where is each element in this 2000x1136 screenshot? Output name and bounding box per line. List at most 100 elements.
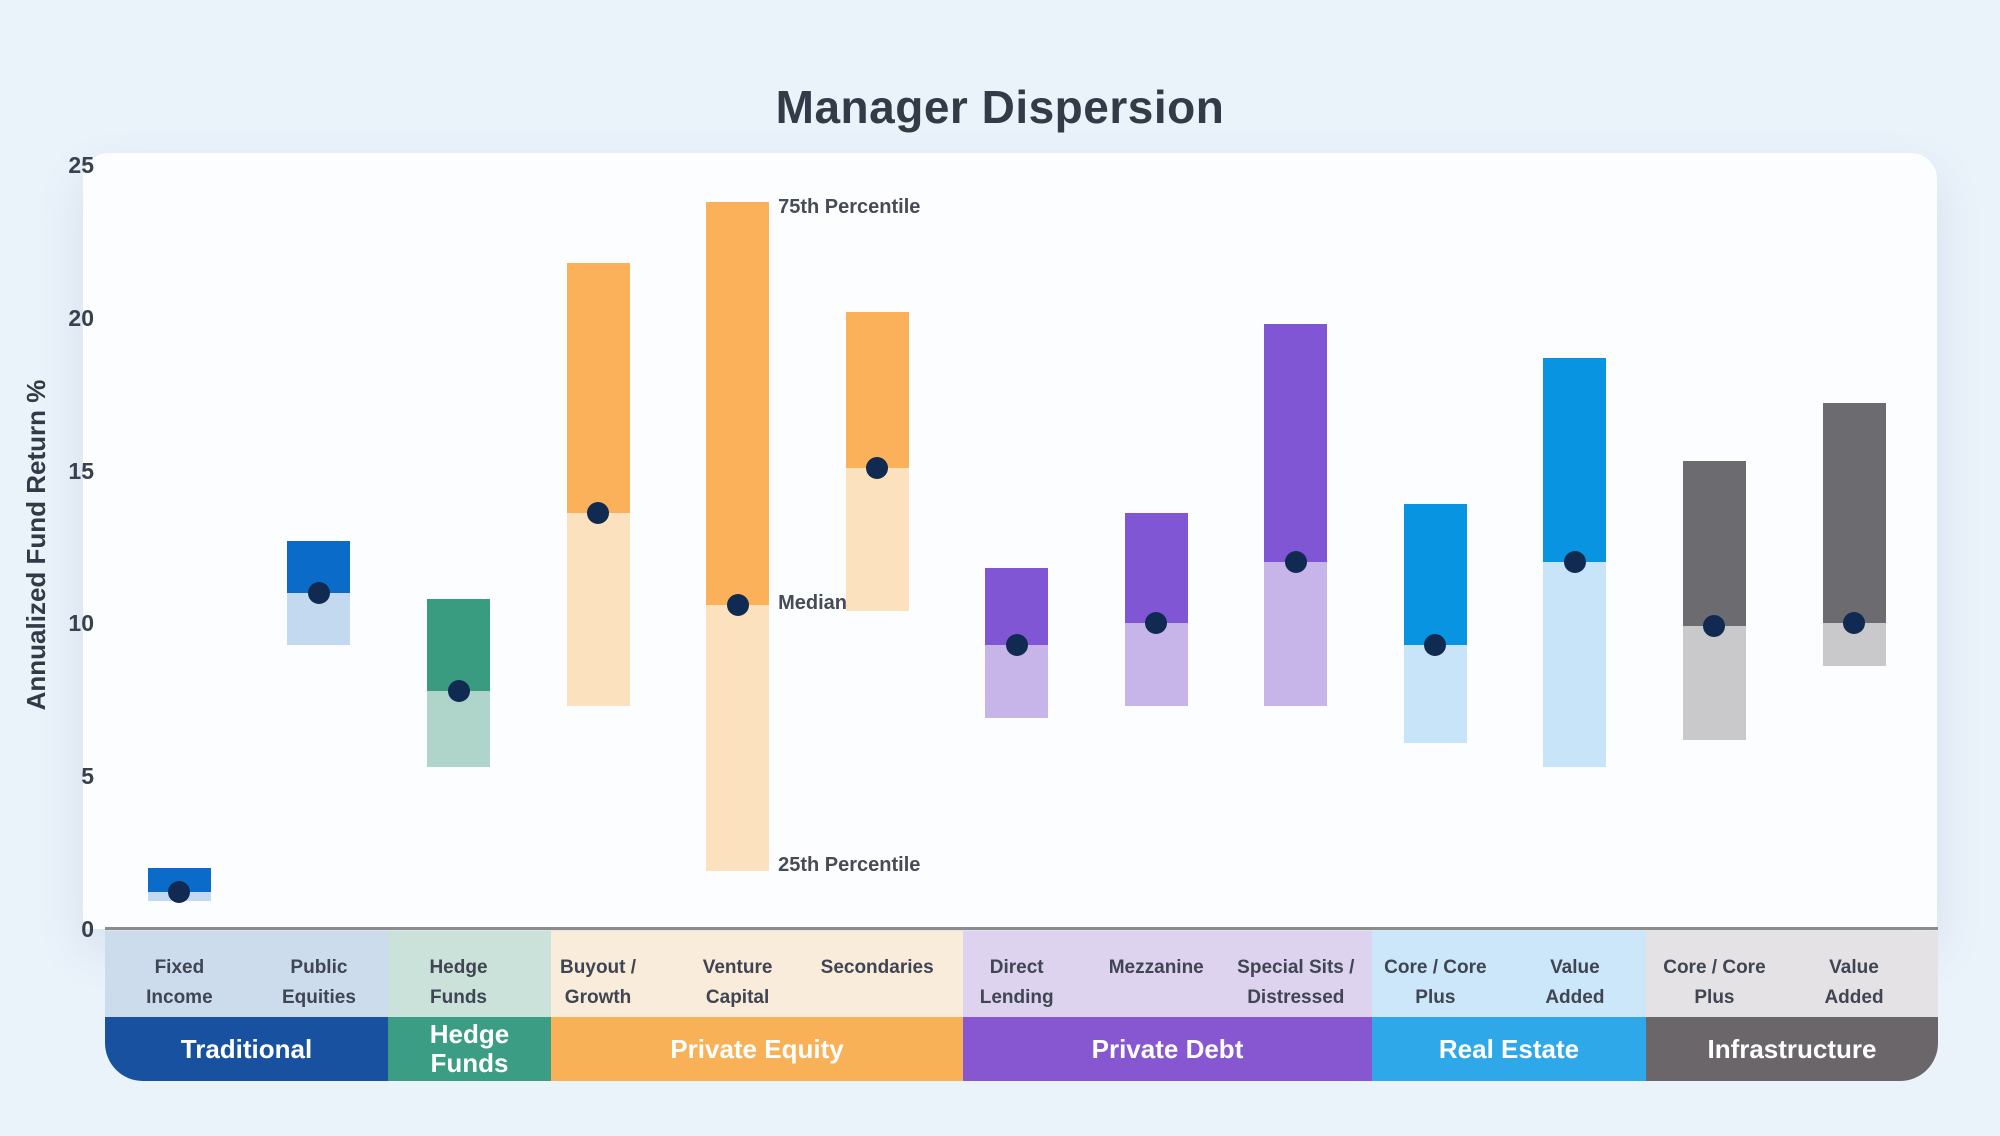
category-label-line: Core / Core <box>1384 957 1487 978</box>
group-band-label-line: Real Estate <box>1438 1033 1580 1064</box>
bar-lower-segment <box>1682 626 1746 740</box>
category-label-line: Capital <box>705 987 770 1008</box>
category-label: Mezzanine <box>1081 953 1231 983</box>
category-label-line: Equities <box>281 987 356 1008</box>
group-band-label-line: Traditional <box>180 1033 313 1064</box>
group-band-label-line: Hedge <box>429 1019 510 1049</box>
plot-area <box>83 153 1937 929</box>
median-dot <box>447 679 470 702</box>
category-label-line: Public <box>290 957 348 978</box>
category-strip-segment <box>388 931 551 1017</box>
bar-upper-segment <box>427 598 490 691</box>
bar-upper-segment <box>1682 461 1746 627</box>
category-label-line: Secondaries <box>820 957 934 978</box>
median-dot <box>1145 612 1168 635</box>
y-tick-label: 10 <box>68 610 94 637</box>
bar-lower-segment <box>1543 562 1607 768</box>
category-label-line: Plus <box>1694 987 1735 1008</box>
chart-title: Manager Dispersion <box>775 81 1225 133</box>
bar-upper-segment <box>1822 403 1886 624</box>
group-band-privateequity: Private Equity <box>551 1017 963 1081</box>
category-label-line: Venture <box>702 957 773 978</box>
x-axis-line <box>105 927 1938 930</box>
bar-upper-segment <box>1124 513 1188 624</box>
group-band-infrastructure: Infrastructure <box>1646 1017 1938 1081</box>
median-dot <box>1703 615 1726 638</box>
group-band-realestate: Real Estate <box>1372 1017 1646 1081</box>
median-dot <box>168 881 191 904</box>
median-dot <box>1563 551 1586 574</box>
group-band-label: Private Debt <box>1091 1033 1244 1064</box>
bar-lower-segment <box>566 513 630 706</box>
group-band-label: Traditional <box>180 1033 313 1064</box>
bar-lower-segment <box>427 690 490 768</box>
group-band-label: Infrastructure <box>1707 1033 1877 1064</box>
category-label: Buyout / Growth <box>523 953 673 1013</box>
category-label-line: Added <box>1545 987 1605 1008</box>
category-strip-segment <box>105 931 388 1017</box>
category-label-line: Special Sits / <box>1237 957 1355 978</box>
median-dot <box>1424 633 1447 656</box>
category-label-line: Income <box>146 987 213 1008</box>
category-strip-segment <box>1646 931 1938 1017</box>
median-dot <box>726 594 749 617</box>
group-band-label-line: Private Debt <box>1091 1033 1244 1064</box>
median-dot <box>866 456 889 479</box>
category-label-line: Plus <box>1415 987 1456 1008</box>
bar-lower-segment <box>985 644 1049 719</box>
category-label: Secondaries <box>802 953 952 983</box>
bar-lower-segment <box>706 605 770 871</box>
category-label-line: Distressed <box>1247 987 1345 1008</box>
group-band-label: Real Estate <box>1438 1033 1580 1064</box>
p75-annotation: 75th Percentile <box>778 195 921 218</box>
category-label-line: Core / Core <box>1663 957 1766 978</box>
bar-upper-segment <box>985 568 1049 645</box>
group-band-label-line: Funds <box>430 1048 509 1078</box>
median-dot <box>1284 551 1307 574</box>
category-label: Special Sits / Distressed <box>1221 953 1371 1013</box>
category-label-line: Lending <box>979 987 1054 1008</box>
category-label-line: Growth <box>564 987 632 1008</box>
group-band-privatedebt: Private Debt <box>963 1017 1372 1081</box>
category-label-line: Buyout / <box>560 957 637 978</box>
bar-upper-segment <box>1264 323 1328 563</box>
category-strip-segment <box>1372 931 1646 1017</box>
category-label-line: Mezzanine <box>1108 957 1204 978</box>
y-tick-label: 25 <box>68 152 94 178</box>
y-tick-label: 20 <box>68 304 94 331</box>
median-dot <box>307 581 330 604</box>
y-tick-label: 15 <box>68 457 94 484</box>
category-label-line: Funds <box>430 987 487 1008</box>
bar-lower-segment <box>1403 644 1467 743</box>
bar-upper-segment <box>1403 504 1467 645</box>
bar-lower-segment <box>1264 562 1328 706</box>
category-label-line: Fixed <box>154 957 205 978</box>
median-dot <box>1843 612 1865 635</box>
category-strip-segment <box>963 931 1372 1017</box>
y-tick-label: 5 <box>81 763 94 790</box>
bar-lower-segment <box>845 467 909 612</box>
category-label-line: Value <box>1550 957 1600 978</box>
y-tick-label: 0 <box>81 916 94 942</box>
category-strip-segment <box>551 931 963 1017</box>
p25-annotation: 25th Percentile <box>778 853 921 876</box>
category-label-line: Value <box>1829 957 1879 978</box>
bar-upper-segment <box>845 311 909 468</box>
group-band-label-line: Infrastructure <box>1707 1033 1877 1064</box>
median-annotation: Median <box>778 592 847 615</box>
bar-lower-segment <box>1124 623 1188 706</box>
bar-upper-segment <box>706 201 770 606</box>
group-band-label-line: Private Equity <box>670 1033 844 1064</box>
